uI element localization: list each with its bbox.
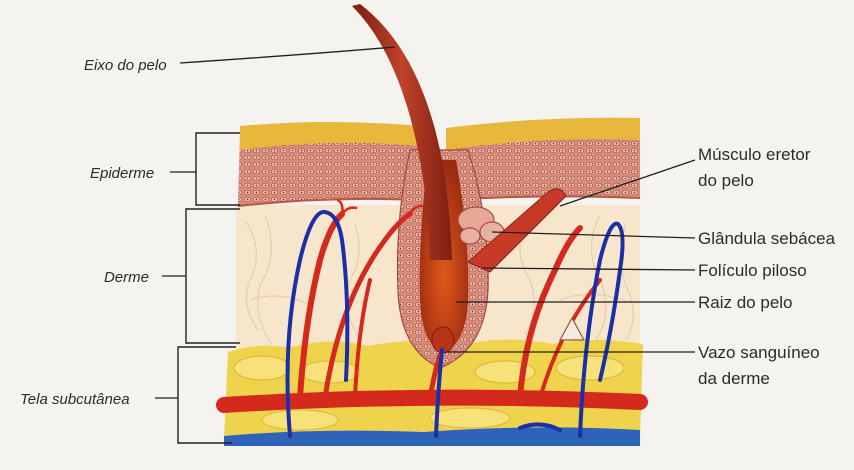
label-root: Raiz do pelo bbox=[698, 293, 793, 312]
label-sebaceous: Glândula sebácea bbox=[698, 229, 836, 248]
label-vessel-line2: da derme bbox=[698, 369, 770, 388]
leader-hair-shaft bbox=[180, 47, 395, 63]
bracket-epidermis bbox=[196, 133, 240, 205]
label-arrector-line2: do pelo bbox=[698, 171, 754, 190]
label-vessel-line1: Vazo sanguíneo bbox=[698, 343, 820, 362]
label-subcutaneous: Tela subcutânea bbox=[20, 391, 130, 408]
label-arrector-line1: Músculo eretor bbox=[698, 145, 811, 164]
label-epidermis: Epiderme bbox=[90, 165, 154, 182]
label-hair-shaft: Eixo do pelo bbox=[84, 57, 167, 74]
label-dermis: Derme bbox=[104, 269, 149, 286]
skin-block bbox=[224, 4, 643, 446]
label-follicle: Folículo piloso bbox=[698, 261, 807, 280]
bracket-dermis bbox=[186, 209, 240, 343]
